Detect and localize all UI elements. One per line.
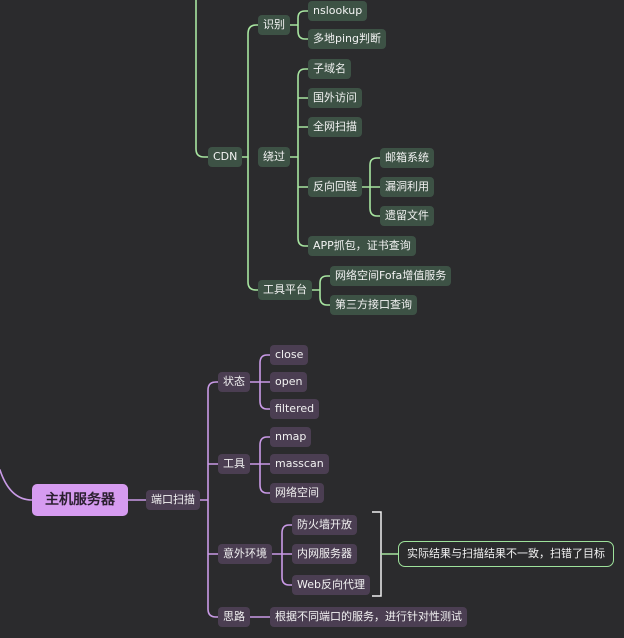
node-intranet-server[interactable]: 内网服务器: [292, 544, 357, 564]
node-third-party-api[interactable]: 第三方接口查询: [330, 295, 417, 315]
node-full-scan[interactable]: 全网扫描: [308, 117, 362, 137]
node-mail-system[interactable]: 邮箱系统: [380, 148, 434, 168]
node-idea[interactable]: 思路: [218, 607, 250, 627]
node-targeted-test[interactable]: 根据不同端口的服务，进行针对性测试: [270, 607, 467, 627]
node-nmap[interactable]: nmap: [270, 427, 312, 447]
node-multi-ping[interactable]: 多地ping判断: [308, 29, 386, 49]
node-cdn[interactable]: CDN: [208, 147, 243, 167]
node-cyberspace[interactable]: 网络空间: [270, 483, 324, 503]
node-web-reverse-proxy[interactable]: Web反向代理: [292, 575, 370, 595]
root-host-server[interactable]: 主机服务器: [32, 484, 128, 516]
node-subdomain[interactable]: 子域名: [308, 59, 351, 79]
node-foreign-access[interactable]: 国外访问: [308, 88, 362, 108]
node-vuln-exploit[interactable]: 漏洞利用: [380, 177, 434, 197]
node-filtered[interactable]: filtered: [270, 399, 320, 419]
node-reverse-link[interactable]: 反向回链: [308, 177, 362, 197]
node-tools[interactable]: 工具: [218, 454, 250, 474]
node-close[interactable]: close: [270, 345, 309, 365]
node-open[interactable]: open: [270, 372, 308, 392]
node-masscan[interactable]: masscan: [270, 454, 329, 474]
summary-note[interactable]: 实际结果与扫描结果不一致，扫错了目标: [398, 541, 614, 567]
node-fofa-service[interactable]: 网络空间Fofa增值服务: [330, 266, 452, 286]
node-firewall-open[interactable]: 防火墙开放: [292, 515, 357, 535]
node-status[interactable]: 状态: [218, 372, 250, 392]
node-port-scan[interactable]: 端口扫描: [146, 490, 200, 510]
node-identify[interactable]: 识别: [258, 15, 290, 35]
node-nslookup[interactable]: nslookup: [308, 1, 368, 21]
node-tool-platform[interactable]: 工具平台: [258, 280, 312, 300]
node-app-capture[interactable]: APP抓包，证书查询: [308, 236, 416, 256]
node-unexpected-env[interactable]: 意外环境: [218, 544, 272, 564]
node-bypass[interactable]: 绕过: [258, 147, 290, 167]
node-legacy-files[interactable]: 遗留文件: [380, 206, 434, 226]
